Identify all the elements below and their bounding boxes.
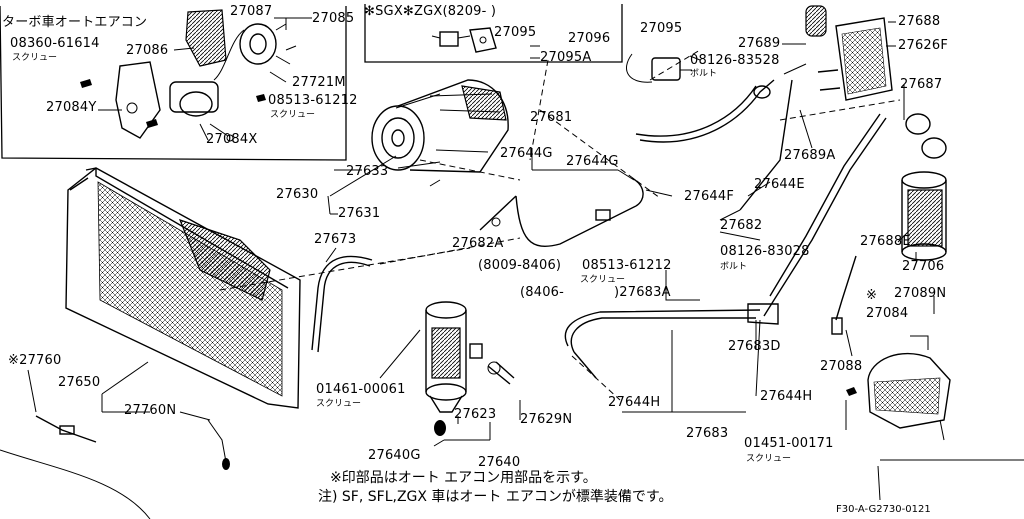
leader-lines [27,17,935,447]
label-01451-00171: 01451-00171 [744,436,834,451]
label-27687: 27687 [900,77,943,92]
label-27644f: 27644F [684,189,735,204]
label-08126-83528: 08126-83528 [690,53,780,68]
label-27688: 27688 [898,14,941,29]
sensor-27088 [831,255,857,396]
hose-27681 [479,177,644,248]
hose-27644f [635,79,793,211]
bracket-27084y [115,61,161,139]
pipe-27683 [564,303,779,379]
evaporator-27626f [805,5,893,101]
label-27682a: 27682A [452,236,504,251]
label-27673: 27673 [314,232,357,247]
label-27087: 27087 [230,4,273,19]
sensor-27095-right [626,53,692,83]
label-27088: 27088 [820,359,863,374]
label-27630: 27630 [276,187,319,202]
label-27650: 27650 [58,375,101,390]
label-27086: 27086 [126,43,169,58]
bolt-word-b: ボルト [720,262,748,272]
label-27681: 27681 [530,110,573,125]
pipe-27644k [763,113,887,317]
label-27084: 27084 [866,306,909,321]
dashed-connections [219,49,901,401]
bumper-outline [877,419,1024,501]
label-08513-inset: 08513-61212 [268,93,358,108]
label-27626f: 27626F [898,38,949,53]
label-27706: 27706 [902,259,945,274]
label-27629n: 27629N [520,412,573,427]
label-27095-inset: 27095 [494,25,537,40]
label-27688e: 27688E [860,234,911,249]
turbo-inset-frame [0,5,347,161]
actuator-27084x [169,81,234,142]
label-27682: 27682 [720,218,763,233]
label-27644g-1: 27644G [500,146,553,161]
label-08513-61212: 08513-61212 [582,258,672,273]
label-27631: 27631 [338,206,381,221]
label-27095: 27095 [640,21,683,36]
label-27633: 27633 [346,164,389,179]
label-27644g-2: 27644G [566,154,619,169]
screw-marks-inset [80,45,297,128]
label-range-8406: (8406- [520,285,565,300]
pipe-27673 [311,255,373,353]
screw-code-08360: 08360-61614 [10,36,100,51]
screw-word-1: スクリュー [12,53,58,63]
label-27089n: 27089N [894,286,947,301]
note-standard-equipment: 注) SF, SFL,ZGX 車はオート エアコンが標準装備です。 [318,489,673,505]
label-27760-star: ※27760 [8,353,62,368]
screw-word-d: スクリュー [746,454,792,464]
screw-word-c: スクリュー [316,399,362,409]
compressor-27630 [371,79,509,173]
label-27084x: 27084X [206,132,258,147]
label-27640g: 27640G [368,448,421,463]
label-27683a: )27683A [614,285,671,300]
label-27689: 27689 [738,36,781,51]
sgx-inset-frame [364,4,623,63]
star-mark-27084: ※ [866,288,878,303]
label-27689a: 27689A [784,148,836,163]
tank-27706 [901,113,947,261]
screw-word-b: スクリュー [580,275,626,285]
note-auto-ac-parts: ※印部品はオート エアコン用部品を示す。 [330,470,597,486]
label-27644e: 27644E [754,177,805,192]
turbo-inset-title: ターボ車オートエアコン [2,15,148,30]
valve-27095 [431,27,497,53]
screw-word-2: スクリュー [270,110,316,120]
label-27683d: 27683D [728,339,781,354]
sensor-27085 [213,23,291,81]
label-27721m: 27721M [292,75,346,90]
wiring-27760 [0,415,230,519]
label-27095a: 27095A [540,50,592,65]
label-27683: 27683 [686,426,729,441]
label-08126-83028: 08126-83028 [720,244,810,259]
label-27644h-1: 27644H [608,395,661,410]
receiver-drier-27640 [425,301,467,436]
fan-motor-27084 [867,335,951,429]
label-01461-00061: 01461-00061 [316,382,406,397]
label-27644h-2: 27644H [760,389,813,404]
condenser-27650 [65,167,301,409]
figure-code: F30-A-G2730-0121 [836,504,931,515]
switch-27623 [469,343,515,385]
label-range-8009: (8009-8406) [478,258,562,273]
label-27096: 27096 [568,31,611,46]
label-27623: 27623 [454,407,497,422]
bolt-word-a: ボルト [690,69,718,79]
label-27760n: 27760N [124,403,177,418]
sgx-inset-title: ✻SGX✻ZGX(8209- ) [364,4,497,19]
label-27640: 27640 [478,455,521,470]
label-27085: 27085 [312,11,355,26]
bracket-27086 [185,9,227,67]
label-27084y: 27084Y [46,100,97,115]
